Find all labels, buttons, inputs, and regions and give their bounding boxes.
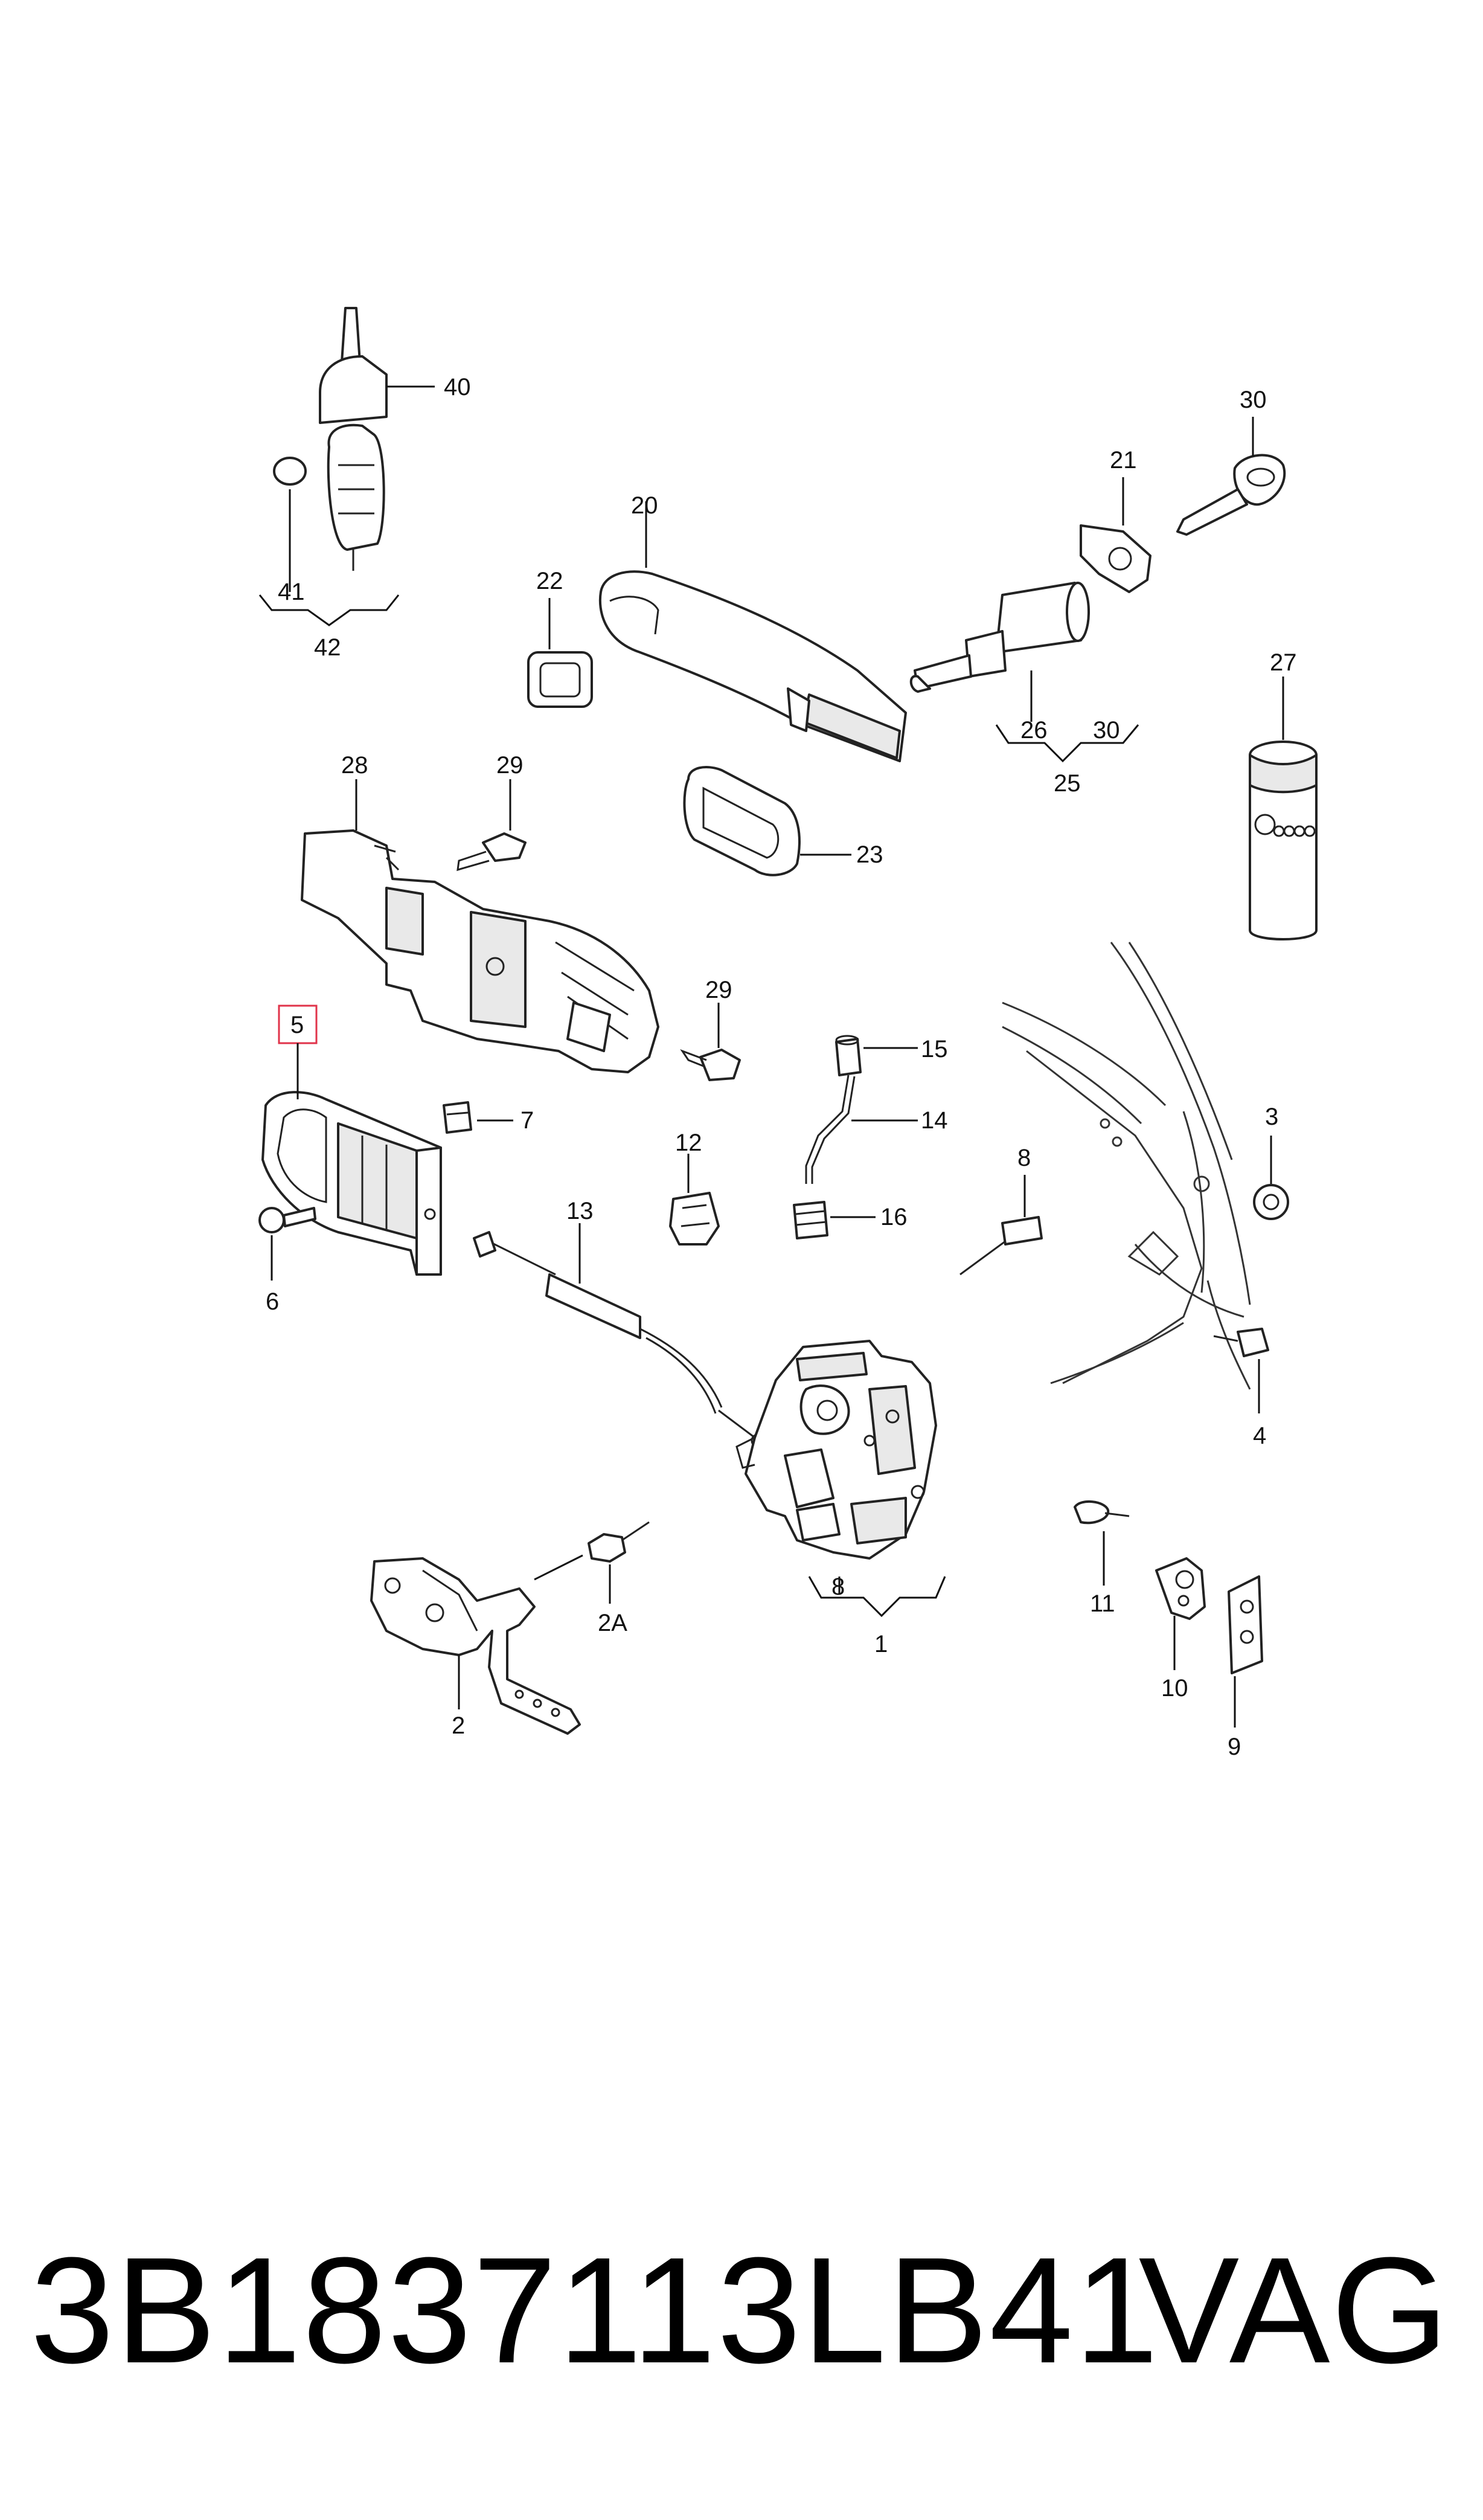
screw-6-part — [258, 1207, 316, 1233]
label-23: 23 — [856, 841, 883, 868]
screw-upper-part — [456, 832, 527, 872]
brand-text: VAG — [1138, 2226, 1450, 2394]
label-15: 15 — [921, 1036, 948, 1062]
lock-cylinder-part — [909, 582, 1090, 693]
guide-sleeve-part — [793, 1201, 828, 1239]
label-22: 22 — [536, 568, 563, 594]
label-4: 4 — [1253, 1422, 1266, 1449]
operating-cable-part — [473, 1231, 765, 1448]
label-2: 2 — [452, 1712, 465, 1739]
label-7: 7 — [520, 1107, 534, 1134]
label-20: 20 — [631, 492, 658, 519]
label-13: 13 — [566, 1198, 594, 1224]
label-10: 10 — [1161, 1675, 1188, 1702]
bolt-11-part — [1074, 1500, 1130, 1525]
pin-2a-part — [588, 1521, 650, 1563]
lock-knob-part — [835, 1035, 862, 1076]
label-9: 9 — [1228, 1734, 1241, 1760]
label-26: 26 — [1020, 717, 1048, 744]
handle-carrier-part — [301, 829, 659, 1073]
clip-7-part — [443, 1101, 472, 1134]
bolt-4-part — [1213, 1328, 1269, 1357]
connector-8-part — [959, 1216, 1043, 1276]
label-12: 12 — [675, 1130, 702, 1156]
lock-rod-part — [805, 1075, 856, 1184]
handle-seal-part — [683, 766, 801, 876]
label-1: 1 — [874, 1631, 888, 1657]
label-8-upper: 8 — [1017, 1145, 1031, 1171]
label-27: 27 — [1270, 649, 1297, 676]
label-28: 28 — [341, 752, 368, 779]
clip-12-part — [669, 1192, 720, 1246]
label-14: 14 — [921, 1107, 948, 1134]
label-2a: 2A — [598, 1610, 627, 1636]
grease-can-part — [1249, 741, 1318, 940]
lock-bracket-part — [370, 1557, 581, 1735]
label-40: 40 — [444, 374, 471, 400]
label-11: 11 — [1090, 1590, 1115, 1617]
label-30-top: 30 — [1240, 387, 1267, 413]
callout-labels: 40 41 42 22 20 21 30 27 26 30 25 28 29 2… — [266, 374, 1297, 1760]
key-fob-part — [327, 423, 385, 571]
handle-bezel-part — [527, 651, 593, 708]
label-6: 6 — [266, 1288, 279, 1315]
label-42: 42 — [314, 634, 341, 661]
label-30-bottom: 30 — [1093, 717, 1120, 744]
vehicle-key-part — [1176, 454, 1286, 536]
label-29-lower: 29 — [705, 977, 732, 1003]
screw-lower-part — [680, 1049, 741, 1081]
cylinder-cover-part — [1080, 524, 1151, 593]
door-lock-part — [735, 1340, 937, 1560]
part-number-text: 3B1837113LB41 — [30, 2226, 1160, 2394]
striker-plate-10-part — [1155, 1557, 1206, 1620]
key-blade-part — [319, 307, 388, 424]
inner-door-handle-part — [261, 1091, 442, 1276]
label-8-lower: 8 — [831, 1573, 845, 1600]
o-ring-part — [273, 457, 307, 486]
striker-9-part — [1228, 1575, 1263, 1674]
label-25: 25 — [1054, 770, 1081, 797]
label-3: 3 — [1265, 1104, 1278, 1130]
label-41: 41 — [278, 579, 305, 605]
label-5: 5 — [290, 1012, 304, 1038]
label-16: 16 — [880, 1204, 908, 1230]
label-29-upper: 29 — [496, 752, 524, 779]
label-21: 21 — [1110, 447, 1137, 474]
grommet-3-part — [1253, 1184, 1289, 1220]
door-frame-outline — [1002, 942, 1251, 1390]
outer-door-handle-part — [598, 570, 907, 762]
